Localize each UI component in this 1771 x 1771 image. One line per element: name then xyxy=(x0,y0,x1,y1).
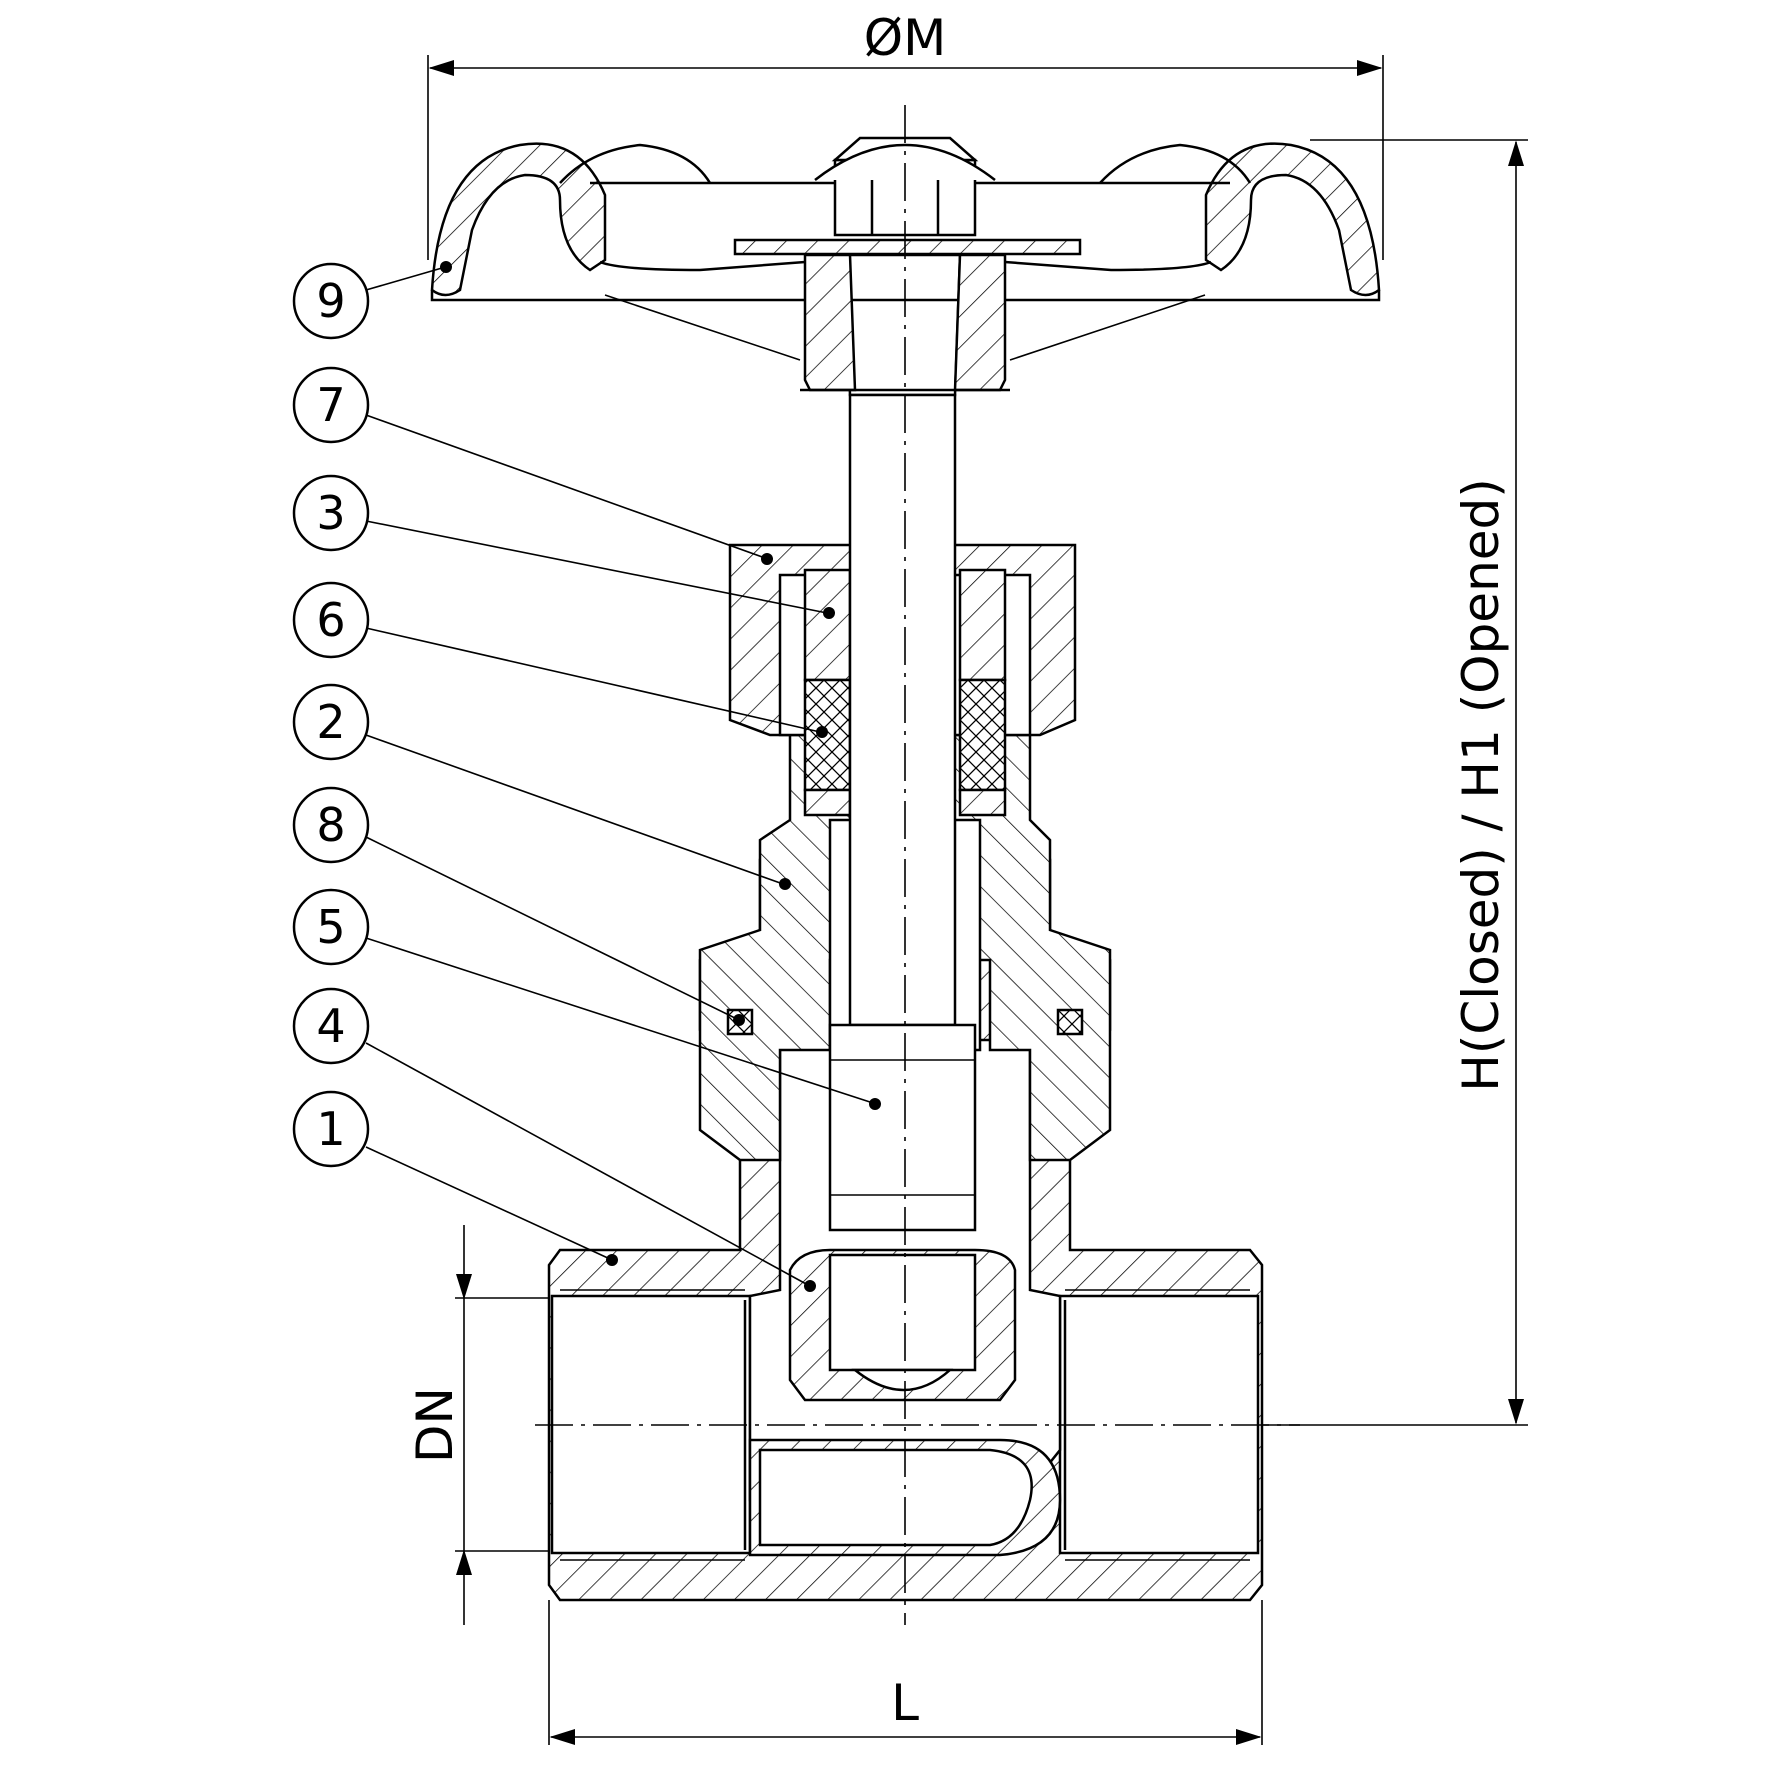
center-lines xyxy=(535,105,1300,1625)
balloon-2: 2 xyxy=(292,683,791,890)
gland xyxy=(803,568,1007,682)
balloon-label-9: 9 xyxy=(316,274,345,328)
balloon-9: 9 xyxy=(292,261,452,340)
balloon-label-1: 1 xyxy=(316,1102,345,1156)
balloon-3: 3 xyxy=(292,474,835,619)
balloon-label-4: 4 xyxy=(316,999,345,1053)
balloon-6: 6 xyxy=(292,581,828,738)
balloon-8: 8 xyxy=(292,786,745,1026)
disc xyxy=(788,1248,1017,1402)
dimension-length: L xyxy=(548,1600,1263,1745)
balloon-1: 1 xyxy=(292,1090,618,1266)
balloon-label-3: 3 xyxy=(316,486,345,540)
balloon-4: 4 xyxy=(292,987,816,1292)
diameter-label: ØM xyxy=(864,9,947,67)
balloon-label-8: 8 xyxy=(316,798,345,852)
handwheel xyxy=(430,136,1381,392)
packing xyxy=(803,678,1007,817)
height-label: H(Closed) / H1 (Opened) xyxy=(1452,478,1510,1092)
balloon-7: 7 xyxy=(292,366,773,565)
dn-label: DN xyxy=(406,1387,464,1463)
balloon-label-2: 2 xyxy=(316,695,345,749)
dimension-dn: DN xyxy=(406,1225,560,1625)
dimension-height: H(Closed) / H1 (Opened) xyxy=(1240,139,1528,1426)
dimension-diameter: ØM xyxy=(427,9,1384,260)
balloon-5: 5 xyxy=(292,888,881,1110)
length-label: L xyxy=(891,1674,919,1732)
stem xyxy=(828,253,977,1232)
balloon-label-7: 7 xyxy=(316,378,345,432)
balloon-label-5: 5 xyxy=(316,900,345,954)
balloon-label-6: 6 xyxy=(316,593,345,647)
